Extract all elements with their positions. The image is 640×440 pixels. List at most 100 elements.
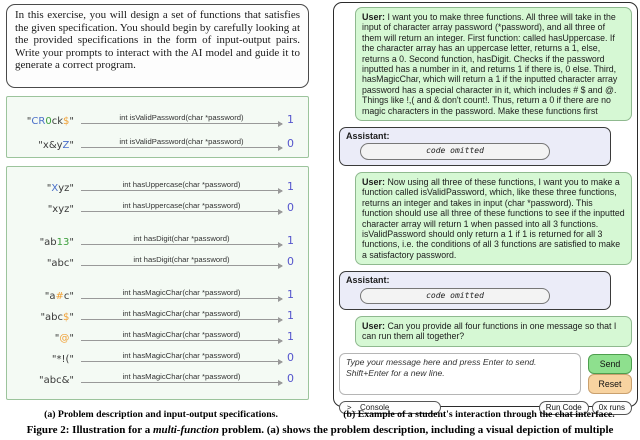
code-omitted-pill: code omitted: [360, 143, 550, 160]
function-signature: int isValidPassword(char *password): [119, 113, 244, 122]
string-segment: ck: [51, 116, 64, 127]
string-segment: ": [69, 312, 74, 323]
input-placeholder-line2: Shift+Enter for a new line.: [346, 367, 445, 378]
spec-row: "abc$" int hasMagicChar(char *password) 1: [16, 303, 299, 324]
console-prompt-icon: >_: [347, 403, 357, 413]
string-segment: $: [63, 312, 70, 323]
chat-message-user-1: User: I want you to make three functions…: [355, 7, 632, 122]
spec-row: "xyz"int hasUppercase(char *password)0: [16, 195, 299, 216]
output-value: 1: [287, 234, 294, 247]
string-segment: 13: [56, 237, 70, 248]
string-segment: "x&y: [38, 140, 63, 151]
arrow-line: [81, 120, 283, 128]
output-value: 0: [287, 372, 294, 385]
run-controls: Run Code 0x runs: [538, 400, 632, 415]
arrow-line: [81, 337, 283, 345]
figure-caption: Figure 2: Illustration for a multi-funct…: [0, 424, 640, 436]
function-arrow: int hasUppercase(char *password): [81, 201, 283, 216]
chat-message-assistant-2: Assistant: code omitted: [339, 271, 611, 310]
input-string: "abc$": [16, 312, 74, 323]
spec-row: "a#c" int hasMagicChar(char *password) 1: [16, 282, 299, 303]
function-arrow: int hasMagicChar(char *password): [81, 330, 283, 345]
function-signature: int hasDigit(char *password): [133, 234, 230, 243]
input-string: "@": [16, 333, 74, 344]
output-value: 1: [287, 288, 294, 301]
input-string: "abc": [16, 258, 74, 269]
string-segment: ": [54, 333, 60, 344]
send-button[interactable]: Send: [588, 353, 632, 374]
function-arrow: int hasMagicChar(char *password): [81, 372, 283, 387]
message-input[interactable]: Type your message here and press Enter t…: [339, 352, 581, 395]
string-segment: ": [69, 116, 74, 127]
input-string: "abc&": [16, 375, 74, 386]
figure-caption-prefix: Figure 2: Illustration for a: [26, 424, 153, 436]
console-label: Console: [360, 403, 390, 413]
spec-group: "Xyz" int hasUppercase(char *password) 1 "x…: [16, 174, 299, 216]
string-segment: "*!(": [51, 354, 74, 365]
figure-caption-emphasis: multi-function: [152, 424, 219, 436]
speaker-label: User:: [362, 320, 386, 331]
runs-counter-badge[interactable]: 0x runs: [591, 400, 632, 415]
subfigure-caption-a: (a) Problem description and input-output…: [44, 409, 278, 420]
string-segment: ": [69, 140, 74, 151]
speaker-label: Assistant:: [346, 131, 390, 142]
reset-button[interactable]: Reset: [588, 373, 632, 394]
chat-buttons-column: Send Reset: [588, 353, 632, 395]
output-value: 1: [287, 113, 294, 126]
function-arrow: int hasMagicChar(char *password): [81, 309, 283, 324]
input-string: "Xyz": [16, 183, 74, 194]
function-signature: int isValidPassword(char *password): [119, 137, 244, 146]
code-omitted-pill: code omitted: [360, 287, 550, 304]
run-code-button[interactable]: Run Code: [538, 400, 589, 415]
function-signature: int hasMagicChar(char *password): [122, 309, 241, 318]
input-string: "CR0ck$": [16, 116, 74, 127]
speaker-label: User:: [362, 176, 386, 187]
string-segment: "abc&": [39, 375, 74, 386]
string-segment: "xyz": [47, 204, 74, 215]
arrow-line: [81, 379, 283, 387]
string-segment: CR: [31, 116, 46, 127]
string-segment: Z: [62, 140, 70, 151]
function-signature: int hasUppercase(char *password): [122, 201, 241, 210]
output-value: 1: [287, 180, 294, 193]
input-string: "ab13": [16, 237, 74, 248]
arrow-line: [81, 316, 283, 324]
chat-message-assistant-1: Assistant: code omitted: [339, 127, 611, 166]
function-arrow: int hasMagicChar(char *password): [81, 288, 283, 303]
chat-input-row: Type your message here and press Enter t…: [339, 352, 632, 395]
output-value: 1: [287, 309, 294, 322]
chat-message-user-2: User: Now using all three of these funct…: [355, 171, 632, 266]
arrow-line: [81, 187, 283, 195]
spec-row: "abc" int hasDigit(char *password) 0: [16, 249, 299, 270]
string-segment: "ab: [39, 237, 57, 248]
spec-row: "abc&" int hasMagicChar(char *password) 0: [16, 366, 299, 387]
input-string: "*!(": [16, 354, 74, 365]
string-segment: "abc": [46, 258, 74, 269]
function-arrow: int isValidPassword(char *password): [81, 137, 283, 152]
function-arrow: int isValidPassword(char *password): [81, 113, 283, 128]
function-signature: int hasMagicChar(char *password): [122, 288, 241, 297]
arrow-line: [81, 358, 283, 366]
string-segment: ": [26, 116, 32, 127]
function-signature: int hasDigit(char *password): [133, 255, 230, 264]
function-arrow: int hasDigit(char *password): [81, 255, 283, 270]
spec-row: "x&yZ" int isValidPassword(char *password…: [16, 128, 299, 152]
spec-row: "CR0ck$" int isValidPassword(char *passwo…: [16, 104, 299, 128]
spec-box-isvalidpassword: "CR0ck$" int isValidPassword(char *passwo…: [6, 96, 309, 158]
output-value: 0: [287, 255, 294, 268]
string-segment: yz": [58, 183, 74, 194]
speaker-label: User:: [362, 12, 386, 22]
string-segment: "abc: [40, 312, 64, 323]
arrow-line: [81, 262, 283, 270]
console-row: >_ Console Run Code 0x runs: [339, 400, 632, 415]
output-value: 0: [287, 351, 294, 364]
input-placeholder-line1: Type your message here and press Enter t…: [346, 356, 537, 367]
input-string: "a#c": [16, 291, 74, 302]
console-toggle[interactable]: >_ Console: [339, 401, 441, 415]
spec-group: "a#c"int hasMagicChar(char *password)1"a…: [16, 282, 299, 387]
figure-caption-suffix: problem. (a) shows the problem descripti…: [219, 424, 614, 436]
message-text: I want you to make three functions. All …: [362, 12, 618, 116]
string-segment: @: [59, 333, 70, 344]
output-value: 1: [287, 330, 294, 343]
string-segment: #: [55, 291, 64, 302]
